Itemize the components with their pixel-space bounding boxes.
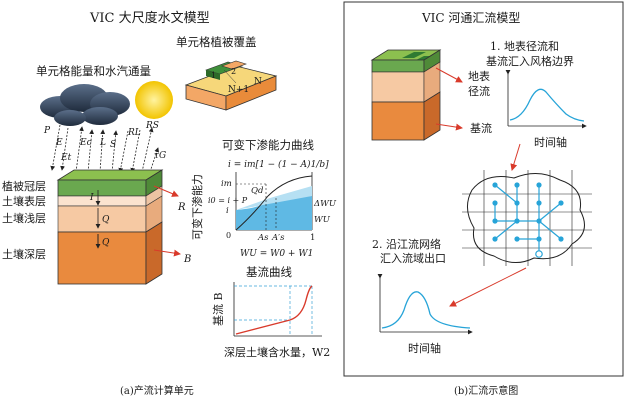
panel-a-title: VIC 大尺度水文模型 [89,10,210,26]
panel-b: VIC 河通汇流模型 地表 径流 基流 1. 地表径流和 基流汇入风格边界 时间… [343,1,624,397]
step1b-text: 基流汇入风格边界 [486,54,574,68]
infiltration-as-prime: A′s [271,233,285,243]
flux-label-s: S [110,140,116,150]
baseflow-panel: 基流曲线 基流 B 深层土壤含水量，W2 [211,265,330,359]
panel-a: VIC 大尺度水文模型 单元格植被覆盖 1 2 N N+1 单元格能量和水汽通量 [2,10,337,397]
veg-tile-label-n: N [254,77,262,87]
infiltration-im: im [221,179,232,189]
step2-text: 2. 沿江流网络 [372,237,441,251]
layer-label-surface: 土壤表层 [2,194,46,208]
baseflow-y-axis: 基流 B [211,292,225,326]
panel-b-caption: (b)汇流示意图 [454,384,518,397]
panel-a-caption: (a)产流计算单元 [120,384,194,397]
routing-soil-block [370,49,442,141]
flux-label-e: E [55,138,63,148]
surface-runoff-label-2: 径流 [468,84,490,98]
surface-runoff-label: 地表 [468,69,490,83]
veg-cover-tile: 1 2 N N+1 [184,60,278,111]
hydrograph-2: 时间轴 [377,274,473,355]
soil-column: I Q Q [56,169,164,285]
outlet-icon [535,250,543,258]
cloud-icon [40,84,130,126]
layer-label-deep: 土壤深层 [2,247,46,261]
infiltration-delta-area [236,186,312,210]
flux-label-b: B [183,254,191,265]
infiltration-delta-wu: ΔWU [313,199,337,209]
to-network-arrow [510,143,521,171]
flux-label-ec: Ec [79,138,92,148]
baseflow-routing-label: 基流 [470,121,492,135]
infiltration-equation-bottom: WU = W0 + W1 [240,249,313,259]
panel-b-title: VIC 河通汇流模型 [421,11,520,25]
infiltration-wu: WU [314,215,331,225]
time-axis-label-2: 时间轴 [408,341,441,355]
layer-label-canopy: 植被冠层 [2,179,46,193]
infiltration-one: 1 [310,233,315,243]
veg-tile-label-n1: N+1 [228,85,249,95]
sun-icon [135,81,173,119]
to-outlet-arrow [449,267,527,307]
infiltration-equation-top: i = im[1 − (1 − A)1/b] [228,159,329,170]
baseflow-arrow [153,249,181,257]
infiltration-wu-area [236,196,312,230]
infiltration-qd: Qd [251,186,264,196]
infiltration-title: 可变下渗能力曲线 [222,138,314,152]
infiltration-zero: 0 [226,231,231,240]
infiltration-y-axis: 可变下渗能力 [190,174,204,240]
baseflow-curve [235,285,313,335]
surface-runoff-arrow [435,67,463,83]
infiltration-as: As [257,233,269,243]
flux-labels: P E Ec Et L S RL RS τG [43,121,166,163]
baseflow-x-axis: 深层土壤含水量，W2 [224,345,330,359]
river-network-grid [462,170,592,266]
flux-arrows [50,124,160,173]
veg-tile-label-1: 1 [211,71,216,80]
veg-tile-label-2: 2 [231,67,236,76]
flux-label-et: Et [60,153,72,163]
panel-b-frame [343,1,624,377]
layer-labels: 植被冠层 土壤表层 土壤浅层 土壤深层 [2,179,46,261]
step2b-text: 汇入流域出口 [380,251,446,265]
time-axis-label-1: 时间轴 [534,135,567,149]
flux-label-q1: Q [102,215,110,225]
flux-label-r: R [177,202,186,213]
veg-cover-title: 单元格植被覆盖 [176,35,257,49]
baseflow-title: 基流曲线 [246,265,292,279]
flux-label-rl: RL [127,128,141,138]
runoff-arrow [153,185,179,197]
infiltration-curve [235,175,313,231]
flux-label-i: I [89,193,94,203]
flux-label-l: L [99,138,106,148]
infiltration-i: i [226,206,229,216]
infiltration-equation-mid: i0 = i + P [208,196,248,205]
flux-label-rs: RS [145,121,159,131]
hydrograph-1: 时间轴 [505,70,587,149]
flux-label-q2: Q [102,238,110,248]
infiltration-panel: 可变下渗能力曲线 i = im[1 − (1 − A)1/b] 可变下渗能力 i… [190,138,337,259]
flux-label-p: P [43,126,51,136]
step1-text: 1. 地表径流和 [490,39,559,53]
flux-label-tg: τG [154,151,166,161]
baseflow-routing-arrow [435,123,463,131]
layer-label-shallow: 土壤浅层 [2,211,46,225]
energy-water-title: 单元格能量和水汽通量 [36,64,151,78]
